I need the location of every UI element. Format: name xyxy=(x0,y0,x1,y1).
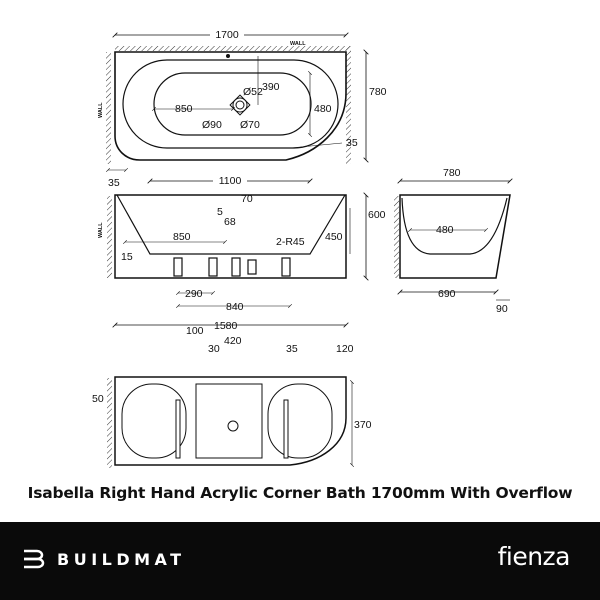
base-rail-left xyxy=(175,399,181,459)
base-outline xyxy=(114,376,347,466)
technical-drawing: WALL WALL 1700 780 850 390 480 Ø52 Ø90 Ø… xyxy=(92,28,600,468)
plan-waste-offset-label: 390 xyxy=(262,81,280,93)
front-foot-height-label: 15 xyxy=(121,251,133,263)
front-tub-outline xyxy=(114,194,347,279)
waste-outer xyxy=(232,97,248,113)
base-rail-right xyxy=(283,399,289,459)
base-dim100-label: 100 xyxy=(186,325,204,337)
front-waste-height-label: 70 xyxy=(241,193,253,205)
front-feet-span-label: 840 xyxy=(226,301,244,313)
front-feet-spacing-label: 290 xyxy=(185,288,203,300)
front-dim68-label: 68 xyxy=(224,216,236,228)
side-tub-outline xyxy=(399,194,511,279)
front-elevation: WALL 1100 70 5 68 600 450 850 2-R45 15 2… xyxy=(98,174,386,313)
front-inner-height-label: 450 xyxy=(325,231,343,243)
side-basin-profile xyxy=(401,197,508,255)
plan-view: WALL WALL 1700 780 850 390 480 Ø52 Ø90 Ø… xyxy=(98,28,387,189)
side-offset-label: 90 xyxy=(496,303,508,315)
base-dim420-label: 420 xyxy=(224,335,242,347)
side-depth-label: 780 xyxy=(443,167,461,179)
waste-inner xyxy=(235,100,245,110)
buildmat-brand: BUILDMAT xyxy=(57,550,186,569)
base-dim120-label: 120 xyxy=(336,343,354,355)
front-basin-profile xyxy=(116,194,346,255)
wall-label-left: WALL xyxy=(98,102,104,118)
fienza-brand: fienza xyxy=(497,542,571,571)
plan-corner-dim-label: 35 xyxy=(346,137,358,149)
footer-bar: BUILDMAT fienza xyxy=(0,522,600,600)
wall-label-front: WALL xyxy=(98,222,104,238)
base-dim370-label: 370 xyxy=(354,419,372,431)
front-bottom-length-label: 1100 xyxy=(219,175,242,187)
base-length-label: 1580 xyxy=(214,320,238,332)
base-panel-left xyxy=(121,383,187,459)
plan-depth-label: 780 xyxy=(369,86,387,98)
waste-dia-label: Ø52 xyxy=(243,86,263,98)
waste-outer-dia-label: Ø90 xyxy=(202,119,222,131)
side-inner-width-label: 480 xyxy=(436,224,454,236)
overflow-mark xyxy=(226,54,230,58)
base-plan: 1580 100 30 420 35 120 50 370 xyxy=(92,320,372,468)
buildmat-logo-icon xyxy=(24,549,45,569)
side-base-width-label: 690 xyxy=(438,288,456,300)
product-caption: Isabella Right Hand Acrylic Corner Bath … xyxy=(27,484,573,502)
plan-left-dim-label: 35 xyxy=(108,177,120,189)
front-inner-length-label: 850 xyxy=(173,231,191,243)
base-dim35-label: 35 xyxy=(286,343,298,355)
plan-width-label: 1700 xyxy=(215,29,239,41)
waste-square xyxy=(229,94,251,116)
wall-label: WALL xyxy=(290,41,306,47)
plan-basin-inner xyxy=(122,59,339,149)
base-panel-right xyxy=(267,383,333,459)
plan-waste-centre-label: 480 xyxy=(314,103,332,115)
base-dim30-label: 30 xyxy=(208,343,220,355)
wall-hatch-left xyxy=(106,52,111,164)
plan-tub-outline xyxy=(114,51,347,161)
side-elevation: 780 480 690 90 xyxy=(394,167,510,315)
base-waste xyxy=(227,420,239,432)
front-feet xyxy=(173,257,291,277)
waste-inner-dia-label: Ø70 xyxy=(240,119,260,131)
base-panel-centre xyxy=(195,383,263,459)
front-height-label: 600 xyxy=(368,209,386,221)
wall-hatch-top xyxy=(115,46,351,51)
front-radius-label: 2-R45 xyxy=(276,236,305,248)
wall-hatch-right xyxy=(346,46,351,164)
base-dim50-label: 50 xyxy=(92,393,104,405)
front-dim5-label: 5 xyxy=(217,206,223,218)
plan-inner-length-label: 850 xyxy=(175,103,193,115)
